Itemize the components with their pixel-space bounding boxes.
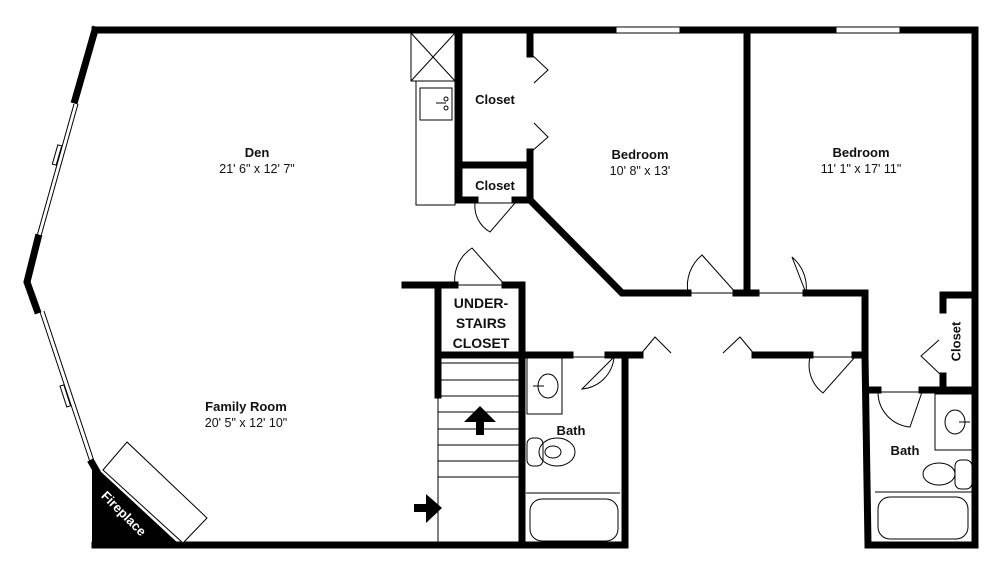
doors [454,53,943,428]
room-name: Bedroom [611,147,669,162]
room-name-line: UNDER- [453,295,509,311]
room-bath-2: Bath [891,443,920,459]
room-name: Closet [475,92,515,107]
room-bedroom-1: Bedroom 10' 8" x 13' [610,147,671,180]
room-dimensions: 10' 8" x 13' [609,164,671,178]
room-closet-2: Closet [475,178,515,194]
room-name: Bath [556,423,586,438]
room-dimensions: 20' 5" x 12' 10" [204,416,288,430]
room-name: Family Room [205,399,287,414]
room-closet-3: Closet [948,322,963,362]
room-name: Closet [948,321,964,362]
right-arrow-icon [414,494,442,523]
room-dimensions: 21' 6" x 12' 7" [219,162,295,176]
fireplace [92,441,208,545]
walls [23,25,979,549]
room-name: Bedroom [832,145,890,160]
up-arrow-icon [464,406,496,435]
room-name-line: CLOSET [452,335,510,351]
room-closet-1: Closet [475,92,515,108]
room-name: Closet [475,178,515,193]
bath-1-fixtures [526,357,620,542]
room-understairs-closet: UNDER- STAIRS CLOSET [443,293,519,353]
room-name: Bath [890,443,920,458]
room-family-room: Family Room 20' 5" x 12' 10" [205,399,287,432]
windows [36,26,901,463]
bath-2-fixtures [875,393,973,540]
room-dimensions: 11' 1" x 17' 11" [820,162,902,176]
room-name: Den [244,145,270,160]
room-name-line: STAIRS [455,315,507,331]
room-bedroom-2: Bedroom 11' 1" x 17' 11" [821,145,902,178]
stairs [414,362,519,545]
room-bath-1: Bath [557,423,586,439]
den-fixtures [410,32,456,206]
room-den: Den 21' 6" x 12' 7" [219,145,295,178]
